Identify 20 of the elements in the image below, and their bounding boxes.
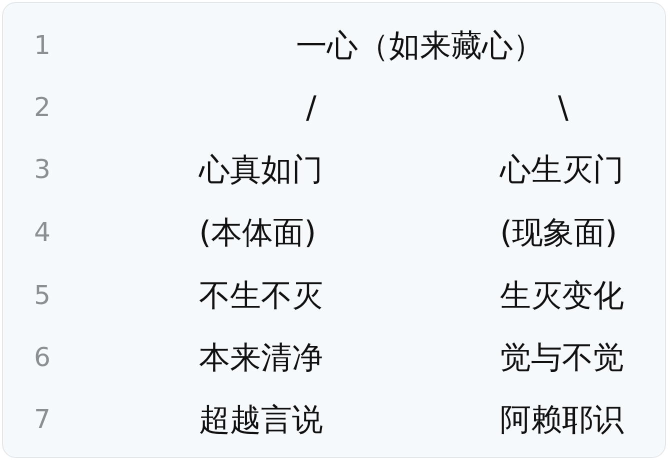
code-line-text: /: [306, 92, 316, 124]
line-number: 7: [34, 407, 51, 433]
code-line-text: 不生不灭: [199, 280, 323, 312]
line-number: 2: [34, 95, 51, 121]
code-line-text: 一心（如来藏心）: [296, 30, 544, 62]
line-number: 6: [34, 345, 51, 371]
line-number: 3: [34, 157, 51, 183]
line-number: 4: [34, 220, 51, 246]
line-number: 1: [34, 33, 51, 59]
code-line-text: 心生灭门: [500, 154, 624, 186]
code-line-text: 超越言说: [199, 404, 323, 436]
code-line-text: 阿赖耶识: [500, 404, 624, 436]
line-number: 5: [34, 283, 51, 309]
code-line-text: 觉与不觉: [500, 342, 624, 374]
code-line-text: 生灭变化: [500, 280, 624, 312]
code-line-text: \: [558, 92, 568, 124]
code-line-text: 本来清净: [199, 342, 323, 374]
code-line-text: 心真如门: [199, 154, 323, 186]
code-line-text: (现象面): [500, 218, 618, 248]
code-line-text: (本体面): [199, 218, 316, 248]
